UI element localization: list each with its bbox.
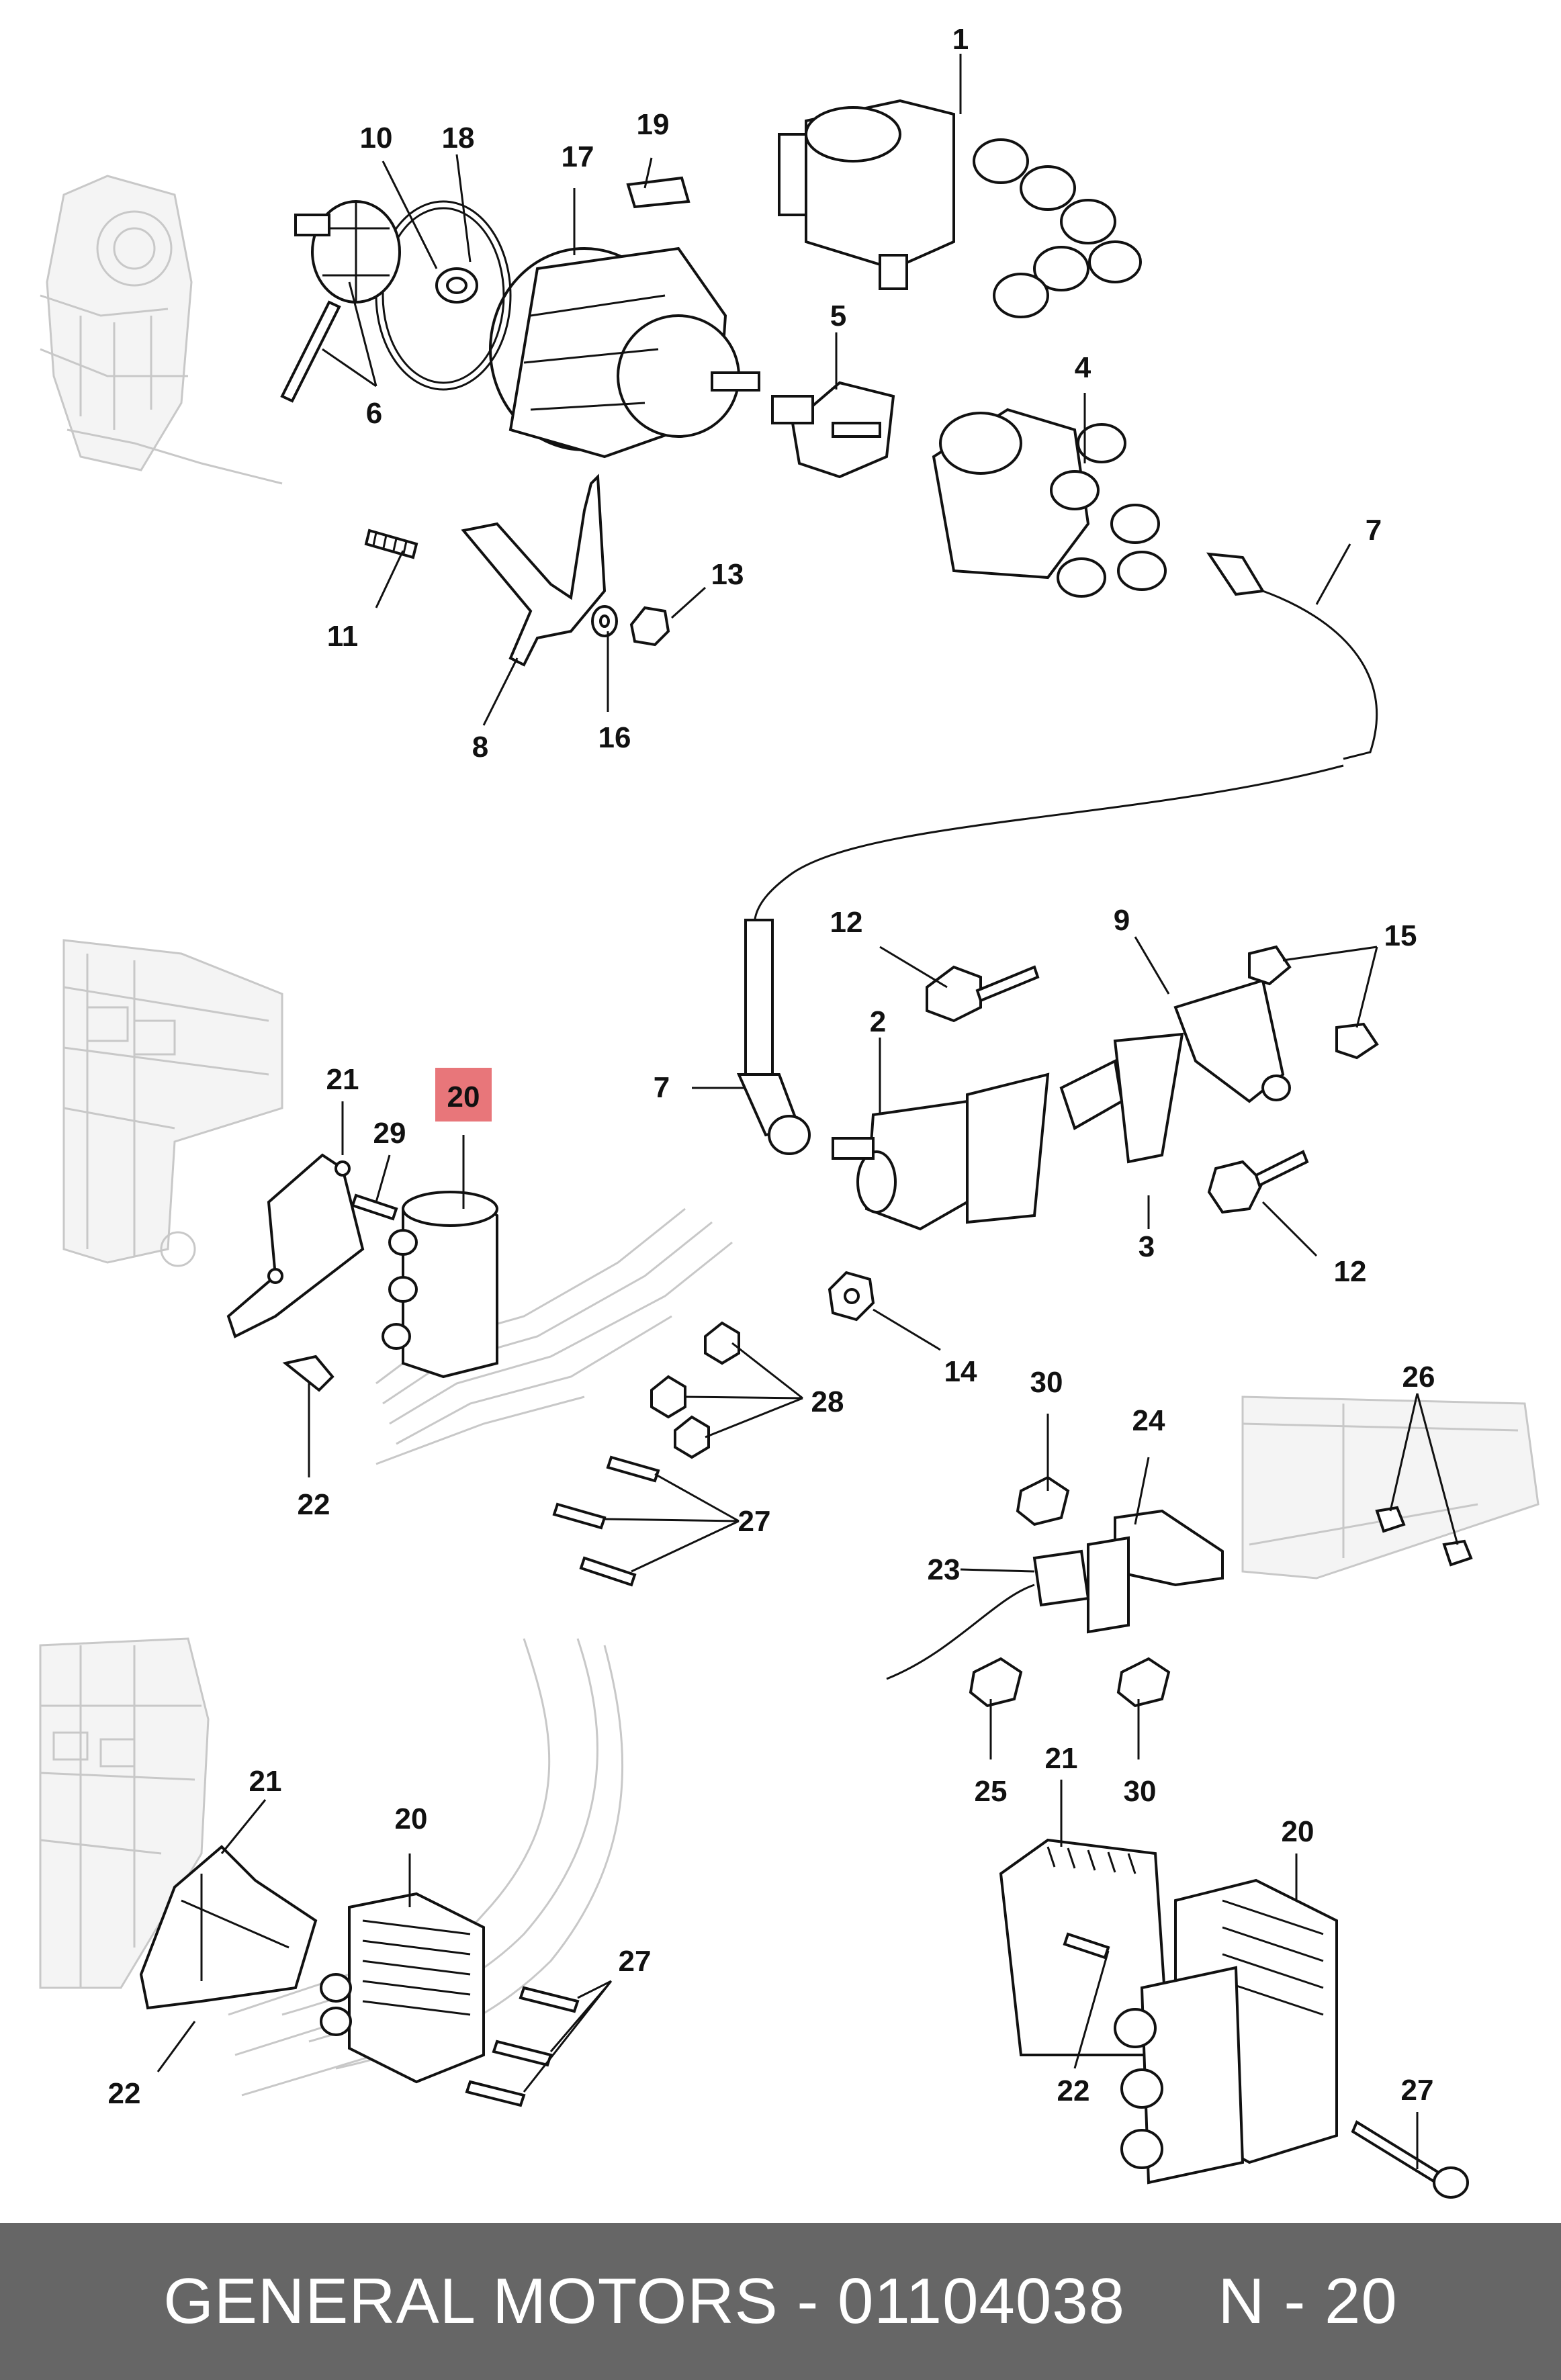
coil-pack-bottom [320,1892,485,2084]
module-bracket [1173,978,1291,1103]
module-mount-bracket [1087,1509,1224,1634]
callout-7-left: 7 [654,1071,670,1104]
callout-22-bottom-right: 22 [1057,2074,1090,2107]
callout-21-bottom-right: 21 [1045,1742,1078,1775]
coil-bracket-bottom [139,1845,318,2010]
wire-clips [1248,945,1379,1060]
callout-22-bottom-left: 22 [108,2077,141,2110]
distributor-cap-towers [973,138,1142,318]
coil-pack-20-bottom [1114,1878,1338,2185]
washer [591,605,618,637]
callout-20-highlighted: 20 [447,1081,480,1113]
exploded-parts-diagram: 1 2 3 4 5 6 7 7 8 9 10 11 12 12 13 14 15… [39,23,1540,2199]
callout-21-bottom-left: 21 [249,1765,282,1798]
nut [629,606,670,647]
engine-block-ghost-bottom [39,1637,210,1989]
drive-pin [280,300,341,403]
part-number-caption: GENERAL MOTORS - 01104038 N - 20 [163,2265,1398,2337]
callout-27-bottom-left: 27 [619,1945,652,1978]
callout-2: 2 [870,1005,886,1038]
engine-block-ghost-middle [62,939,283,1267]
callout-22-mid: 22 [298,1488,330,1521]
cap-towers [1050,423,1167,598]
distributor [778,99,1142,318]
callout-14: 14 [944,1355,977,1388]
bolts-30-25 [969,1475,1171,1708]
coil-bracket [1059,1032,1184,1164]
callout-28: 28 [811,1385,844,1418]
coil-mount-bracket [226,1153,365,1338]
bolt-lower [1207,1150,1309,1214]
ignition-wire [736,552,1378,1155]
callout-8: 8 [472,731,488,764]
callout-27-mid: 27 [738,1505,771,1538]
callout-26: 26 [1402,1361,1435,1393]
callout-23: 23 [928,1553,961,1586]
coil-pack-single [382,1191,498,1379]
footer-bar: GENERAL MOTORS - 01104038 N - 20 [0,2223,1561,2380]
leader-lines [157,54,1459,2169]
callout-10: 10 [360,122,393,154]
callout-1: 1 [952,23,969,56]
callout-16: 16 [598,721,631,754]
bolt-27-bottom-right [1351,2120,1469,2199]
callout-15: 15 [1384,919,1417,952]
callout-12-top: 12 [830,906,863,939]
callout-18: 18 [442,122,475,154]
callout-30-bottom: 30 [1124,1775,1157,1808]
callout-3: 3 [1139,1230,1155,1263]
rotor [771,381,895,479]
clips-26 [1375,1506,1473,1567]
stud-bolt [364,529,418,559]
callout-6: 6 [366,397,382,430]
callout-13: 13 [711,558,744,591]
callout-9: 9 [1114,904,1130,937]
pickup-coil [294,200,401,304]
vehicle-panel-ghost [1241,1395,1540,1580]
callout-17: 17 [562,140,594,173]
engine-block-ghost-top [40,175,283,485]
callout-25: 25 [975,1775,1008,1808]
bolt-22-bottom [1063,1932,1110,1960]
bolts-27-bottom [465,1986,580,2107]
distributor-bracket [461,473,607,667]
callout-12-bottom: 12 [1334,1255,1367,1288]
ignition-module-23 [886,1549,1090,1680]
callout-30-top: 30 [1030,1366,1063,1399]
callout-5: 5 [830,300,846,332]
callout-labels: 1 2 3 4 5 6 7 7 8 9 10 11 12 12 13 14 15… [108,23,1435,2110]
coil-nut [828,1271,875,1322]
callout-7-top: 7 [1366,514,1382,547]
highlight-box [435,1068,492,1122]
mount-bolt-22 [282,1355,334,1392]
stud-screws-29 [351,1193,398,1221]
distributor-cap [932,408,1167,598]
callout-24: 24 [1132,1404,1165,1437]
bolt-upper [926,965,1040,1023]
callout-19: 19 [637,108,670,141]
callout-11: 11 [327,620,359,653]
seal [435,267,478,304]
coil-bolts-27 [552,1455,660,1587]
callout-21-mid: 21 [326,1063,359,1096]
callout-20-bottom-right: 20 [1282,1815,1314,1848]
ignition-coil [832,1072,1050,1231]
callout-27-bottom-right: 27 [1401,2074,1434,2107]
callout-29: 29 [373,1117,406,1150]
distributor-housing [489,246,760,459]
callout-20-bottom-left: 20 [395,1802,428,1835]
callout-4: 4 [1075,351,1091,384]
coil-nuts-28 [650,1321,740,1459]
shield [626,176,690,209]
